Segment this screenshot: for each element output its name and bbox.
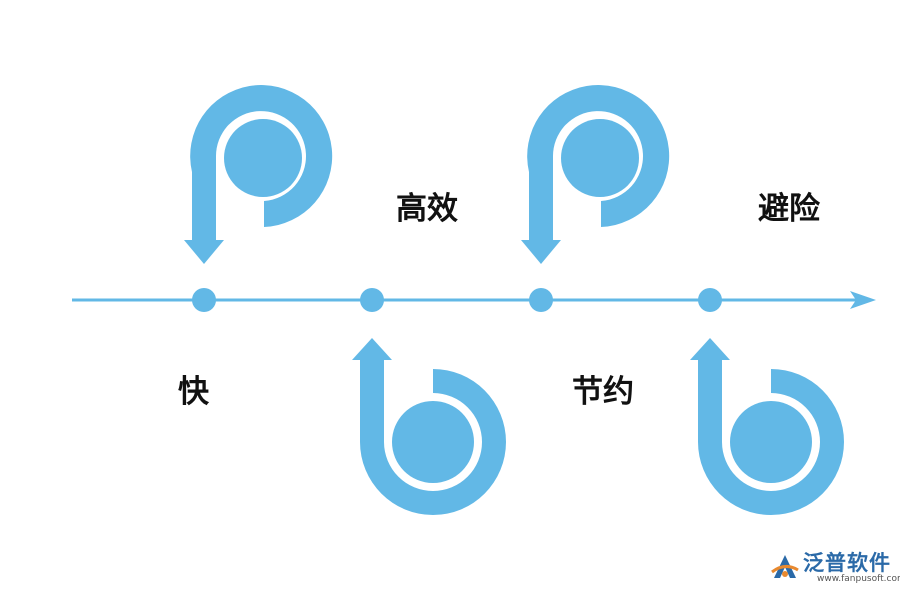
axis-arrow-icon <box>850 291 876 309</box>
p-arrow-icon <box>184 85 333 264</box>
milestone-label-fast: 快 <box>178 374 209 410</box>
b-arrow-icon <box>690 338 844 515</box>
timeline-node-1 <box>192 288 216 312</box>
timeline-node-4 <box>698 288 722 312</box>
timeline-node-2 <box>360 288 384 312</box>
timeline-node-3 <box>529 288 553 312</box>
b-arrow-icon <box>352 338 506 515</box>
brand-url: www.fanpusoft.com <box>817 574 900 585</box>
milestone-label-efficient: 高效 <box>396 191 458 227</box>
p-arrow-icon <box>521 85 670 264</box>
brand-watermark: 泛普软件 www.fanpusoft.com <box>770 552 900 585</box>
fanpu-logo-icon <box>771 555 799 578</box>
brand-name: 泛普软件 <box>803 551 891 575</box>
milestone-label-risk-avoidance: 避险 <box>758 191 820 227</box>
milestone-label-saving: 节约 <box>572 374 634 410</box>
